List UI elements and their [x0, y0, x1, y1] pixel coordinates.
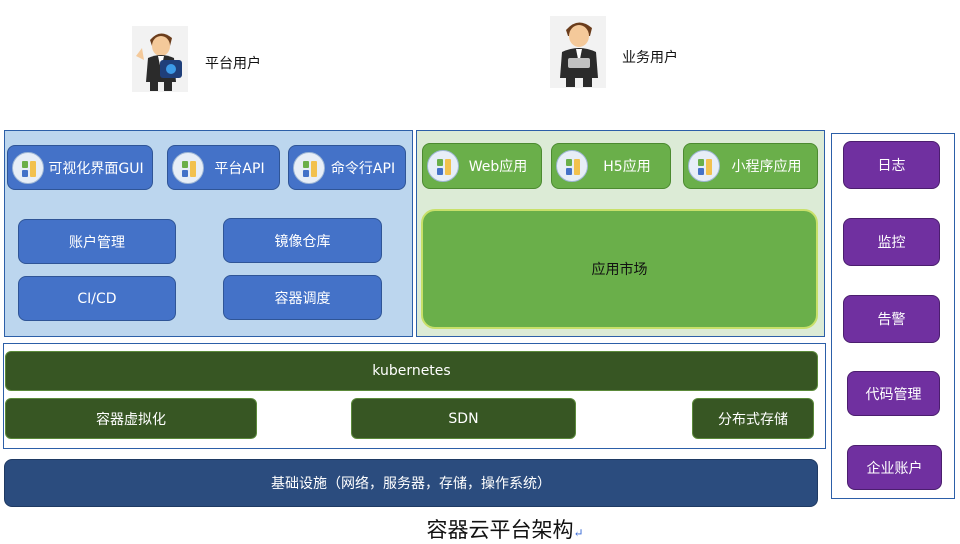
- cli-api-entry[interactable]: 命令行API: [288, 145, 406, 190]
- platform-user-icon: [132, 26, 188, 92]
- diagram-caption-text: 容器云平台架构: [426, 518, 574, 542]
- cicd-module[interactable]: CI/CD: [18, 276, 176, 321]
- image-registry-module[interactable]: 镜像仓库: [223, 218, 382, 263]
- infrastructure-layer[interactable]: 基础设施（网络，服务器，存储，操作系统）: [4, 459, 818, 507]
- app-market[interactable]: 应用市场: [421, 209, 818, 329]
- app-window-icon: [293, 151, 325, 184]
- cli-api-entry-label: 命令行API: [330, 160, 396, 177]
- web-app-entry-label: Web应用: [468, 159, 528, 175]
- app-window-icon: [12, 151, 44, 184]
- container-scheduling-module[interactable]: 容器调度: [223, 275, 382, 320]
- gui-entry[interactable]: 可视化界面GUI: [7, 145, 153, 190]
- platform-user-label: 平台用户: [205, 56, 261, 72]
- app-window-icon: [688, 150, 720, 182]
- sdn-box[interactable]: SDN: [351, 398, 576, 439]
- business-user-label: 业务用户: [622, 50, 678, 66]
- platform-api-entry-label: 平台API: [214, 160, 265, 177]
- logging-box[interactable]: 日志: [843, 141, 940, 189]
- distributed-storage-box[interactable]: 分布式存储: [692, 398, 814, 439]
- gui-entry-label: 可视化界面GUI: [48, 160, 144, 177]
- mini-program-entry-label: 小程序应用: [731, 159, 802, 175]
- platform-api-entry[interactable]: 平台API: [167, 145, 280, 190]
- monitoring-box[interactable]: 监控: [843, 218, 940, 266]
- app-window-icon: [427, 150, 459, 182]
- app-window-icon: [556, 150, 588, 182]
- mini-program-entry[interactable]: 小程序应用: [683, 143, 818, 189]
- web-app-entry[interactable]: Web应用: [422, 143, 542, 189]
- container-virtualization-box[interactable]: 容器虚拟化: [5, 398, 257, 439]
- business-user-icon: [550, 16, 606, 88]
- h5-app-entry-label: H5应用: [603, 159, 651, 175]
- app-window-icon: [172, 151, 204, 184]
- account-management-module[interactable]: 账户管理: [18, 219, 176, 264]
- enterprise-account-box[interactable]: 企业账户: [847, 445, 942, 490]
- alerting-box[interactable]: 告警: [843, 295, 940, 343]
- platform-user-figure: [132, 26, 188, 92]
- code-management-box[interactable]: 代码管理: [847, 371, 940, 416]
- business-user-figure: [550, 16, 606, 88]
- return-mark-icon: ↵: [573, 526, 584, 540]
- diagram-caption: 容器云平台架构↵: [0, 514, 960, 544]
- kubernetes-layer[interactable]: kubernetes: [5, 351, 818, 391]
- h5-app-entry[interactable]: H5应用: [551, 143, 671, 189]
